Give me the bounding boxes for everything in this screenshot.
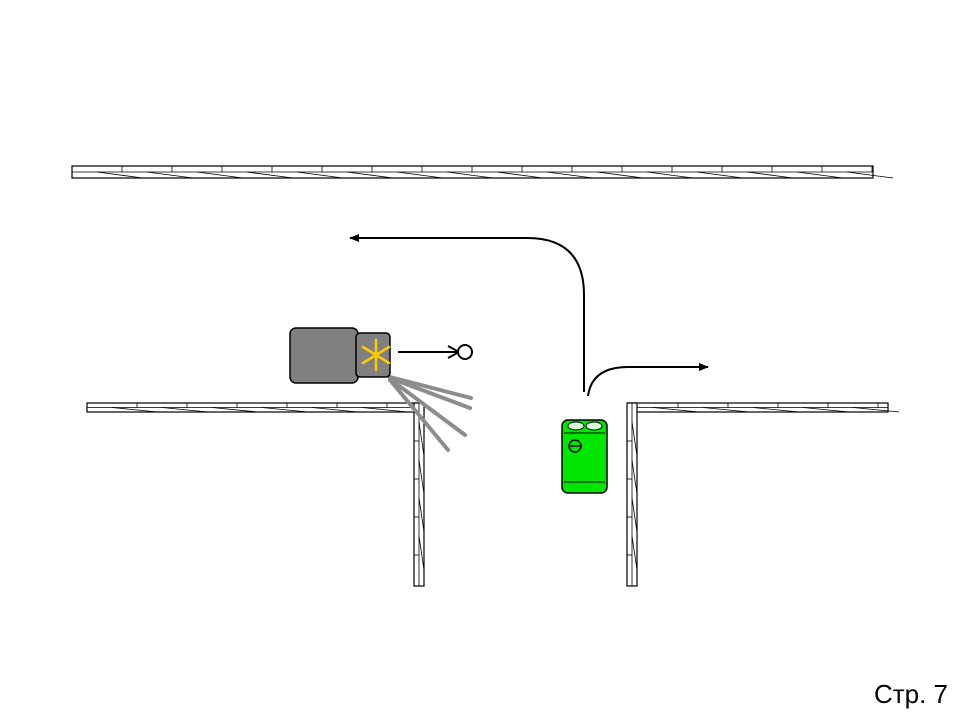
turn-signal-icon	[361, 338, 391, 372]
straight-arrow	[398, 345, 462, 359]
left-turn-arrow	[349, 234, 585, 392]
page-number: Стр. 7	[873, 679, 948, 709]
truck-icon	[289, 327, 391, 384]
target-point	[457, 344, 473, 360]
right-vertical-wall	[626, 402, 638, 587]
right-turn-arrow	[587, 363, 709, 397]
lower-left-wall	[86, 402, 425, 413]
left-vertical-wall	[413, 402, 425, 587]
headlight-beams-icon	[388, 375, 473, 452]
lower-right-wall	[627, 402, 900, 413]
car-icon	[561, 419, 608, 494]
top-wall	[71, 165, 894, 179]
